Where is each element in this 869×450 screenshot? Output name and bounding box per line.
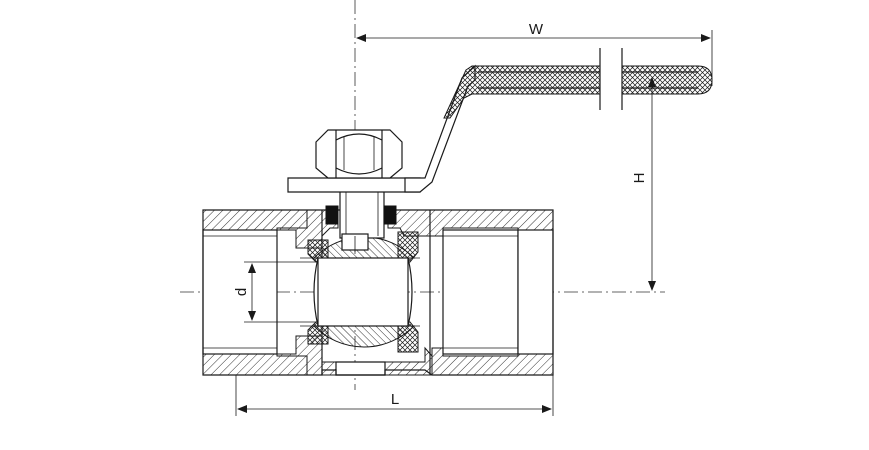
packing-right: [383, 205, 397, 225]
ball-bore: [317, 257, 409, 327]
stem-assembly: [325, 187, 397, 252]
dimension-d-label: d: [233, 288, 250, 296]
handle-grip-left: [443, 65, 601, 119]
right-counterbore: [517, 229, 554, 355]
left-bore: [202, 229, 278, 355]
left-end-top-wall: [202, 209, 308, 231]
valve-body: [202, 209, 554, 376]
dimension-w-label: W: [529, 21, 544, 38]
break-mark: [599, 48, 623, 110]
handle-grip-right: [621, 65, 713, 95]
center-body-bottom: [321, 348, 337, 376]
handle-base-plate: [287, 177, 421, 193]
dimension-h: H: [631, 77, 656, 291]
dimension-d: d: [233, 261, 318, 323]
stem: [339, 187, 385, 239]
ball: [300, 236, 420, 348]
handle: [287, 48, 713, 193]
packing-left: [325, 205, 339, 225]
left-end-bottom-wall: [202, 353, 308, 376]
dimension-w: W: [356, 21, 713, 86]
dimension-h-label: H: [631, 173, 648, 184]
dimension-l: L: [235, 375, 554, 416]
hex-nut: [315, 129, 403, 179]
right-bore: [442, 229, 519, 355]
dimension-l-label: L: [391, 391, 399, 408]
center-body-bottom-neck: [335, 361, 386, 376]
